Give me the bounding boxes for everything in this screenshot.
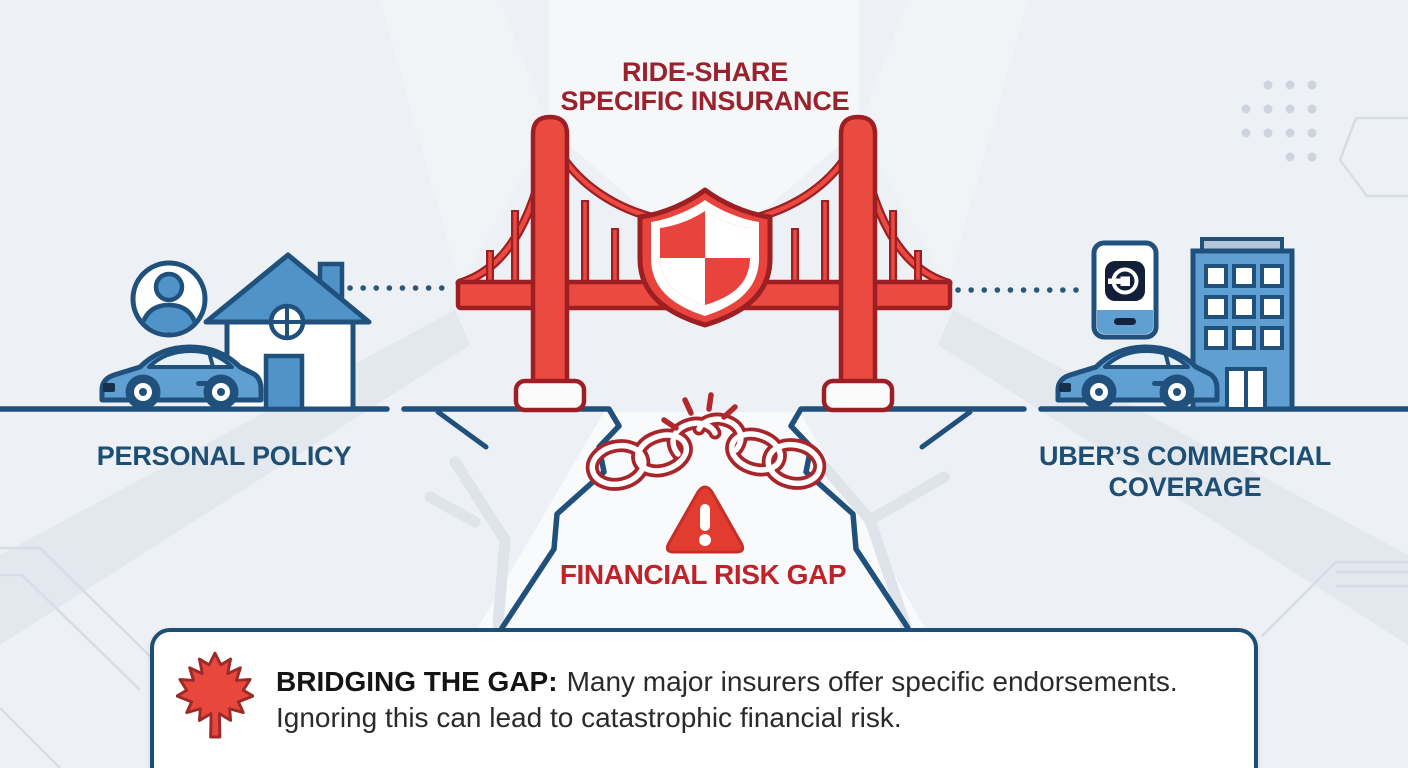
corner-decorations xyxy=(0,116,1408,768)
label-uber-commercial-line1: UBER’S COMMERCIAL xyxy=(1038,441,1332,471)
bridge-tower-right xyxy=(838,114,878,386)
personal-policy-scene xyxy=(102,252,372,412)
cliff-cracks xyxy=(424,456,950,630)
dot-grid xyxy=(1241,80,1317,162)
callout-heading: BRIDGING THE GAP: xyxy=(276,666,558,697)
dotted-connectors xyxy=(347,285,1085,293)
broken-chain-icon xyxy=(585,392,827,491)
break-burst xyxy=(661,392,738,431)
house-icon xyxy=(203,252,372,412)
building-icon xyxy=(1190,237,1295,412)
right-cliff-edge xyxy=(788,406,1027,631)
maple-leaf-icon xyxy=(176,651,254,739)
tower-base-right xyxy=(821,378,895,413)
person-icon xyxy=(130,260,208,338)
tower-base-left xyxy=(513,378,587,413)
label-financial-risk-gap: FINANCIAL RISK GAP xyxy=(559,559,847,590)
title-line-1: RIDE-SHARE xyxy=(621,57,789,87)
title-line-2: SPECIFIC INSURANCE xyxy=(560,86,850,116)
label-personal-policy: PERSONAL POLICY xyxy=(96,441,352,471)
label-uber-commercial-line2: COVERAGE xyxy=(1108,472,1262,502)
commercial-coverage-scene xyxy=(1058,237,1295,412)
callout-body-line1: Many major insurers offer specific endor… xyxy=(566,666,1178,697)
phone-icon xyxy=(1091,240,1159,340)
bridge-tower-left xyxy=(530,114,570,386)
warning-triangle-icon xyxy=(665,485,745,554)
callout-box: BRIDGING THE GAP: Many major insurers off… xyxy=(150,628,1258,768)
callout-body-line2: Ignoring this can lead to catastrophic f… xyxy=(276,702,902,733)
callout-text: BRIDGING THE GAP: Many major insurers off… xyxy=(276,664,1226,736)
uber-app-icon xyxy=(1105,261,1145,301)
shield-icon xyxy=(637,187,773,328)
